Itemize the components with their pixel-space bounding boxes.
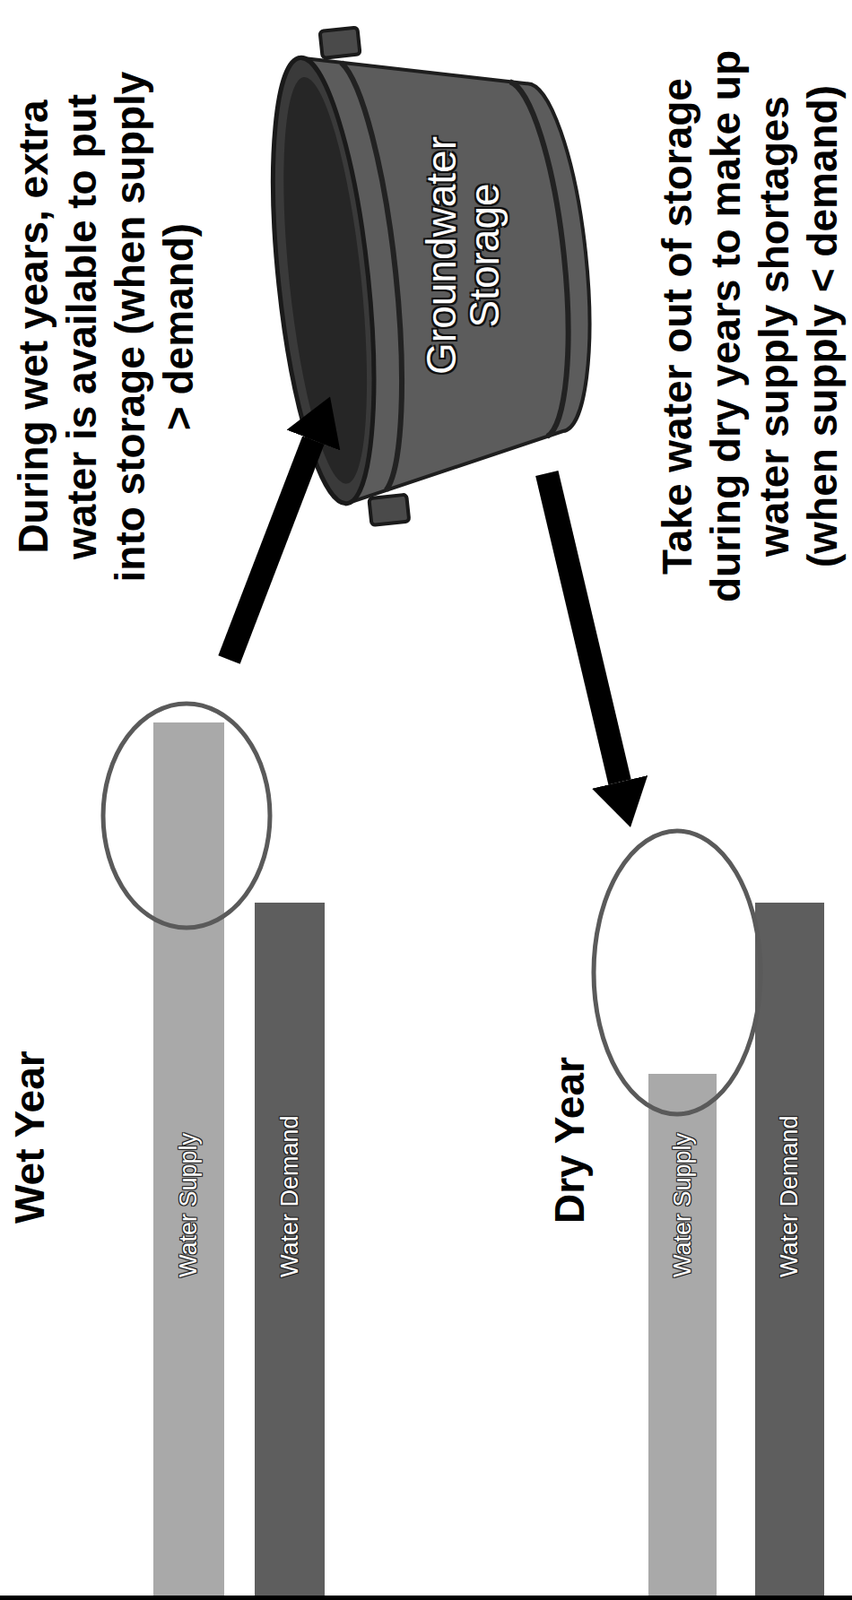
scenario-title: Wet Year — [7, 1051, 53, 1225]
explanation-note: Take water out of storage during dry yea… — [652, 39, 847, 614]
bar-label: Water Demand — [276, 1115, 305, 1278]
surplus-ellipse — [103, 704, 270, 929]
storage-label: Groundwater Storage — [419, 121, 506, 391]
scenario-title: Dry Year — [547, 1057, 593, 1225]
barrel-opening — [268, 73, 383, 488]
supply-bar: Water Supply — [648, 1074, 717, 1600]
bar-label: Water Supply — [174, 1133, 203, 1278]
bar-label: Water Demand — [775, 1115, 804, 1278]
shortage-ellipse — [593, 831, 761, 1115]
flow-arrow — [547, 473, 620, 783]
barrel-handle — [320, 27, 361, 59]
explanation-note: During wet years, extra water is availab… — [8, 69, 203, 585]
flow-arrow — [229, 440, 314, 661]
demand-bar: Water Demand — [254, 903, 325, 1600]
bar-label: Water Supply — [669, 1133, 697, 1278]
barrel-hoop — [510, 78, 583, 437]
barrel-handle — [368, 495, 409, 526]
barrel-rim — [255, 52, 392, 509]
barrel-label-box: Groundwater Storage — [419, 13, 506, 525]
demand-bar: Water Demand — [755, 903, 825, 1600]
baseline-axis — [0, 1596, 852, 1600]
supply-bar: Water Supply — [153, 722, 225, 1600]
